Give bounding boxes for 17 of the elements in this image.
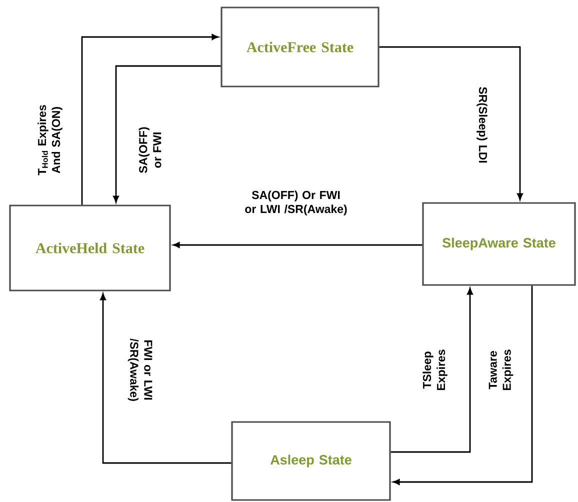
edge-label: SA(OFF) Or FWI or LWI /SR(Awake) (245, 190, 347, 216)
state-box: ActiveHeld State (9, 204, 171, 292)
arrow (390, 288, 473, 453)
arrow (100, 293, 232, 464)
arrow (81, 34, 219, 205)
arrow (392, 286, 533, 485)
arrow (379, 46, 523, 200)
edge-label: TSleep Expires (422, 350, 448, 390)
arrow (172, 242, 422, 248)
arrow (113, 65, 221, 203)
edge-label: Taware Expires (488, 350, 514, 390)
edge-label: FWI or LWI /SR(Awake) (128, 338, 152, 401)
edge-label: SR(Sleep) LDI (476, 86, 488, 163)
edge-label: SA(OFF) or FWI (138, 127, 162, 173)
state-box: SleepAware State (422, 202, 576, 286)
state-box: Asleep State (231, 421, 391, 501)
state-box: ActiveFree State (220, 6, 380, 88)
